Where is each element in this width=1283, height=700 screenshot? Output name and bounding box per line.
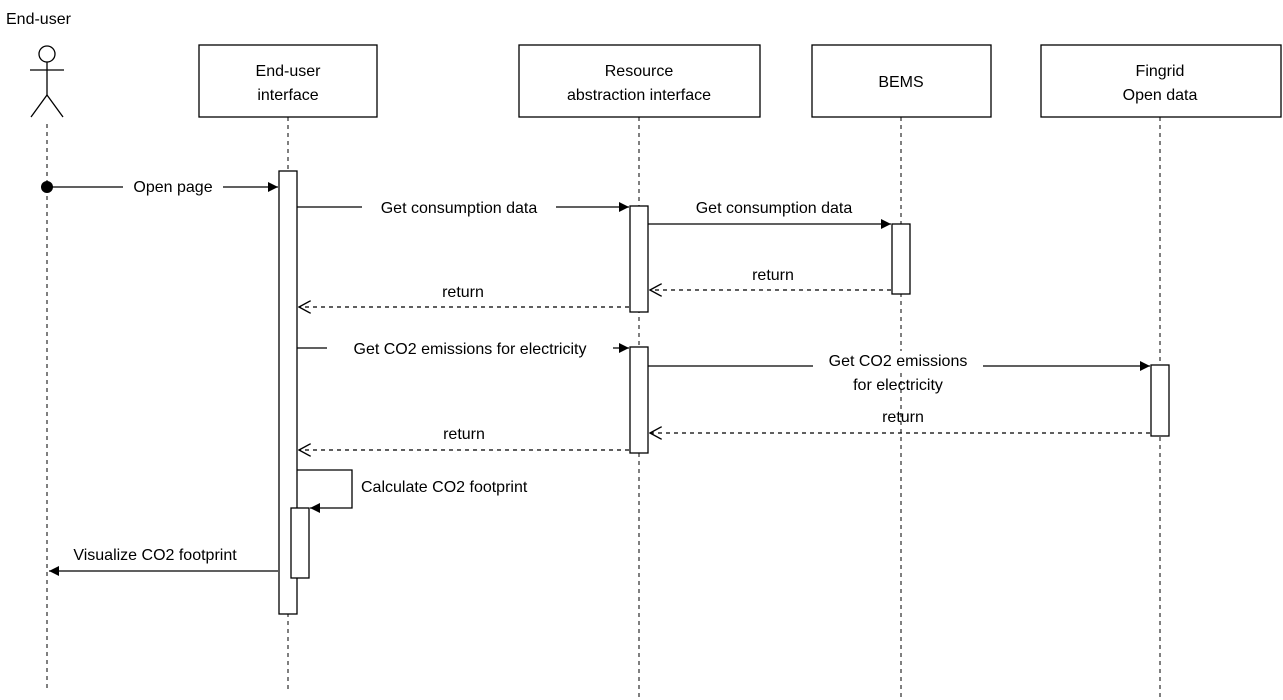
message-get-consumption-data-ui: Get consumption data (297, 198, 629, 217)
activation-bar-ui (278, 170, 298, 615)
actor-label: End-user (6, 11, 72, 28)
participant-label: interface (257, 87, 318, 104)
message-return-fingrid: return (650, 409, 1150, 433)
message-label: return (882, 409, 924, 426)
stick-figure-actor-icon (30, 45, 64, 118)
activation-bar-bems (891, 223, 911, 295)
participant-label: End-user (256, 63, 322, 80)
message-label: for electricity (853, 377, 943, 394)
message-get-consumption-data-bems: Get consumption data (648, 200, 891, 229)
participant-label: Open data (1123, 87, 1198, 104)
activation-bar-ui-nested (290, 507, 310, 579)
participant-end-user-interface: End-user interface (198, 44, 378, 690)
message-label: return (442, 284, 484, 301)
participant-box (198, 44, 378, 118)
activation-bar-fingrid (1150, 364, 1170, 437)
participant-fingrid-open-data: Fingrid Open data (1040, 44, 1282, 700)
message-return-rai-1: return (299, 284, 629, 307)
message-label: Calculate CO2 footprint (361, 479, 528, 496)
message-get-co2-emissions-fingrid: Get CO2 emissions for electricity (648, 351, 1150, 394)
participant-box (811, 44, 992, 118)
participant-resource-abstraction-interface: Resource abstraction interface (518, 44, 761, 700)
actor-end-user: End-user (6, 11, 72, 690)
message-calculate-co2-footprint: Calculate CO2 footprint (297, 469, 528, 513)
message-return-rai-2: return (299, 426, 629, 450)
message-label: Open page (133, 179, 212, 196)
message-return-bems: return (650, 267, 891, 290)
message-arrow (297, 469, 353, 513)
message-label: Visualize CO2 footprint (73, 547, 237, 564)
participant-label: BEMS (878, 74, 923, 91)
message-open-page: Open page (41, 178, 278, 196)
participant-box (1040, 44, 1282, 118)
message-get-co2-emissions-ui: Get CO2 emissions for electricity (297, 339, 629, 358)
message-label: Get CO2 emissions for electricity (354, 341, 587, 358)
message-label: Get consumption data (381, 200, 538, 217)
message-label: Get CO2 emissions (829, 353, 968, 370)
participant-label: Fingrid (1136, 63, 1185, 80)
participant-label: Resource (605, 63, 674, 80)
activation-bar-rai (629, 346, 649, 454)
participant-bems: BEMS (811, 44, 992, 700)
message-label: Get consumption data (696, 200, 853, 217)
message-visualize-co2-footprint: Visualize CO2 footprint (49, 547, 278, 576)
message-label: return (443, 426, 485, 443)
activation-bar-rai (629, 205, 649, 313)
participant-label: abstraction interface (567, 87, 711, 104)
message-label: return (752, 267, 794, 284)
participant-box (518, 44, 761, 118)
